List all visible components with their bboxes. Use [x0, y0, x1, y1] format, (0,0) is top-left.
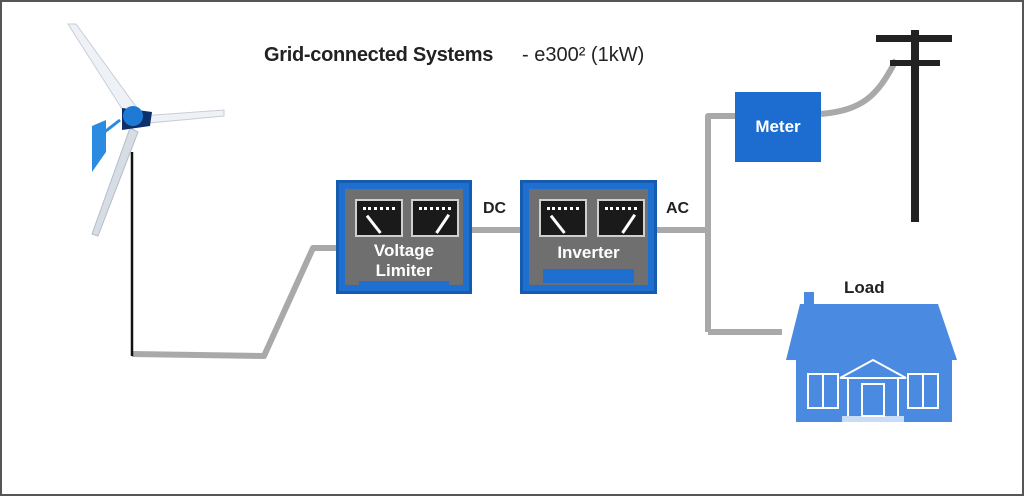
voltage-limiter-label-line2: Limiter — [375, 261, 433, 280]
inverter-indicator-bar — [543, 269, 634, 283]
wire-meter-to-pole — [820, 58, 899, 117]
voltage-limiter-indicator-bar — [359, 281, 449, 286]
inverter-label: Inverter — [557, 243, 620, 262]
ac-label: AC — [666, 200, 690, 217]
turbine-hub — [123, 106, 143, 126]
wire-turbine-to-limiter — [131, 245, 339, 359]
gauge-icon — [539, 199, 587, 237]
gauge-icon — [355, 199, 403, 237]
turbine-blade-down — [91, 127, 139, 237]
wire-ac-to-meter — [705, 113, 735, 332]
voltage-limiter-panel: Voltage Limiter — [345, 189, 463, 286]
meter-box: Meter — [735, 92, 821, 162]
gauge-icon — [411, 199, 459, 237]
wind-turbine-icon — [67, 23, 225, 356]
turbine-blade-top — [67, 23, 138, 113]
load-label: Load — [844, 278, 885, 297]
dc-label: DC — [483, 200, 507, 217]
diagram-title: Grid-connected Systems — [264, 44, 494, 66]
voltage-limiter-label-line1: Voltage — [373, 241, 435, 260]
model-subtitle: - e300² (1kW) — [522, 44, 645, 66]
house-icon — [786, 292, 957, 422]
voltage-limiter-box: Voltage Limiter — [336, 180, 472, 294]
utility-pole-icon — [876, 30, 952, 222]
inverter-panel: Inverter — [529, 189, 648, 285]
turbine-tail-fin — [92, 120, 106, 172]
gauge-icon — [597, 199, 645, 237]
inverter-box: Inverter — [520, 180, 657, 294]
meter-label: Meter — [755, 117, 801, 136]
